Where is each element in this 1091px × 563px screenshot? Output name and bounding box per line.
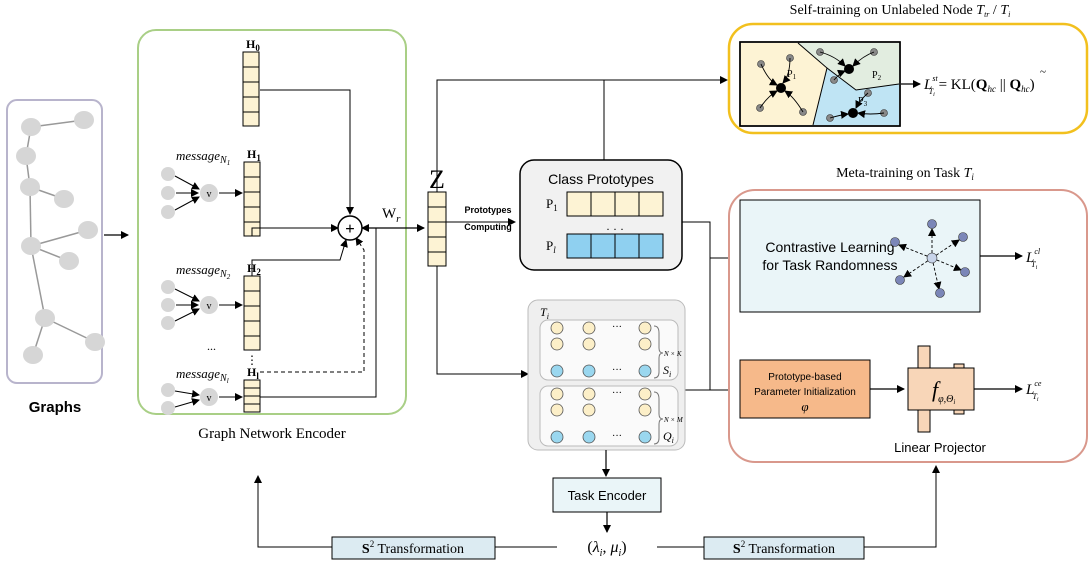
graph-nodes	[16, 111, 105, 364]
support-brace	[653, 325, 664, 379]
self-training-cluster-map	[739, 41, 901, 127]
query-dots-1: ···	[612, 388, 622, 399]
param-init-symbol: φ	[801, 399, 808, 414]
node-v-2: v	[207, 301, 212, 312]
param-init-line2: Parameter Initialization	[754, 387, 856, 398]
encoder-vdots: ⋮	[246, 353, 258, 367]
support-nodes	[550, 321, 652, 378]
sum-plus: +	[345, 219, 355, 238]
query-label: Qi	[663, 429, 674, 445]
contrastive-graphic	[890, 219, 970, 298]
projector-f: fφ,Θi	[932, 377, 955, 406]
task-set-box: Ti ··· ··· ··· ··· N × K N × M Si Qi	[527, 299, 686, 451]
feedback-lines	[254, 465, 940, 548]
cluster-p2: P2	[872, 70, 882, 82]
encoder-ellipsis: ...	[207, 339, 216, 353]
prototype-p1-label: P1	[546, 196, 558, 213]
support-nk: N × K	[663, 350, 682, 358]
hl-matrix	[243, 379, 261, 413]
s2-left-box: S2 Transformation	[331, 536, 496, 560]
task-encoder-box: Task Encoder	[552, 477, 662, 513]
q-tilde: ~	[1040, 66, 1046, 78]
prototypes-computing-l2: Computing	[464, 222, 512, 232]
param-init-line1: Prototype-based	[768, 372, 841, 383]
z-to-self-training-line	[436, 76, 728, 192]
contrastive-line2: for Task Randomness	[762, 257, 897, 273]
support-dots-2: ···	[612, 365, 622, 376]
s2-right-box: S2 Transformation	[703, 536, 865, 560]
self-training-panel: Self-training on Unlabeled Node Ttr / Ti	[727, 3, 1089, 135]
prototype-pl-vector	[566, 233, 664, 259]
z-to-task-arrow	[436, 266, 529, 378]
message-2-nodes	[161, 280, 243, 330]
h0-label: H0	[246, 37, 260, 53]
query-nm: N × M	[663, 416, 684, 424]
s2-left-label: S2 Transformation	[362, 539, 464, 557]
node-v-1: v	[207, 189, 212, 200]
task-encoder-label: Task Encoder	[568, 488, 647, 503]
meta-training-title: Meta-training on Task Ti	[836, 166, 974, 182]
class-prototypes-title: Class Prototypes	[548, 171, 654, 187]
prototype-p1-vector	[566, 191, 664, 217]
node-v-l: v	[207, 393, 212, 404]
contrastive-line1: Contrastive Learning	[765, 239, 894, 255]
cluster-p1: P1	[787, 69, 797, 81]
hl-label: Hl	[247, 365, 259, 381]
prototype-dots: · · ·	[606, 222, 624, 236]
graphs-label: Graphs	[29, 399, 82, 416]
prototype-pl-label: Pl	[546, 238, 556, 255]
message-2-label: messageN2	[176, 262, 231, 281]
h1-matrix	[243, 161, 261, 237]
encoder-label: Graph Network Encoder	[198, 426, 345, 442]
meta-training-panel: Meta-training on Task Ti Contrastive Lea…	[728, 166, 1088, 463]
query-brace	[653, 391, 664, 445]
support-dots-1: ···	[612, 322, 622, 333]
message-1-label: messageN1	[176, 148, 230, 167]
support-label: Si	[663, 363, 671, 379]
lambda-mu-label: (λi, μi)	[587, 539, 626, 559]
contrastive-box	[739, 199, 981, 313]
self-training-title: Self-training on Unlabeled Node Ttr / Ti	[790, 3, 1011, 19]
s2-right-label: S2 Transformation	[733, 539, 835, 557]
h1-label: H1	[247, 147, 261, 163]
encoder-panel: Graph Network Encoder H0 messageN1 H1 v …	[137, 29, 407, 442]
graphs-panel-border	[6, 99, 103, 384]
z-matrix	[427, 191, 447, 267]
query-nodes	[550, 387, 652, 444]
encoder-panel-border	[137, 29, 407, 415]
h0-matrix	[242, 51, 260, 127]
wr-label: Wr	[382, 206, 401, 225]
message-l-label: messageNl	[176, 366, 229, 385]
linear-projector-label: Linear Projector	[894, 440, 986, 455]
prototypes-computing-l1: Prototypes	[464, 205, 511, 215]
class-prototypes-box: Class Prototypes P1 · · · Pl	[519, 80, 683, 271]
task-set-title: Ti	[540, 305, 549, 321]
h2-matrix	[243, 275, 261, 351]
graphs-panel: Graphs	[6, 99, 105, 416]
cluster-p3: P3	[858, 96, 868, 108]
message-1-nodes	[161, 167, 243, 219]
message-l-nodes	[161, 383, 243, 415]
query-dots-2: ···	[612, 431, 622, 442]
